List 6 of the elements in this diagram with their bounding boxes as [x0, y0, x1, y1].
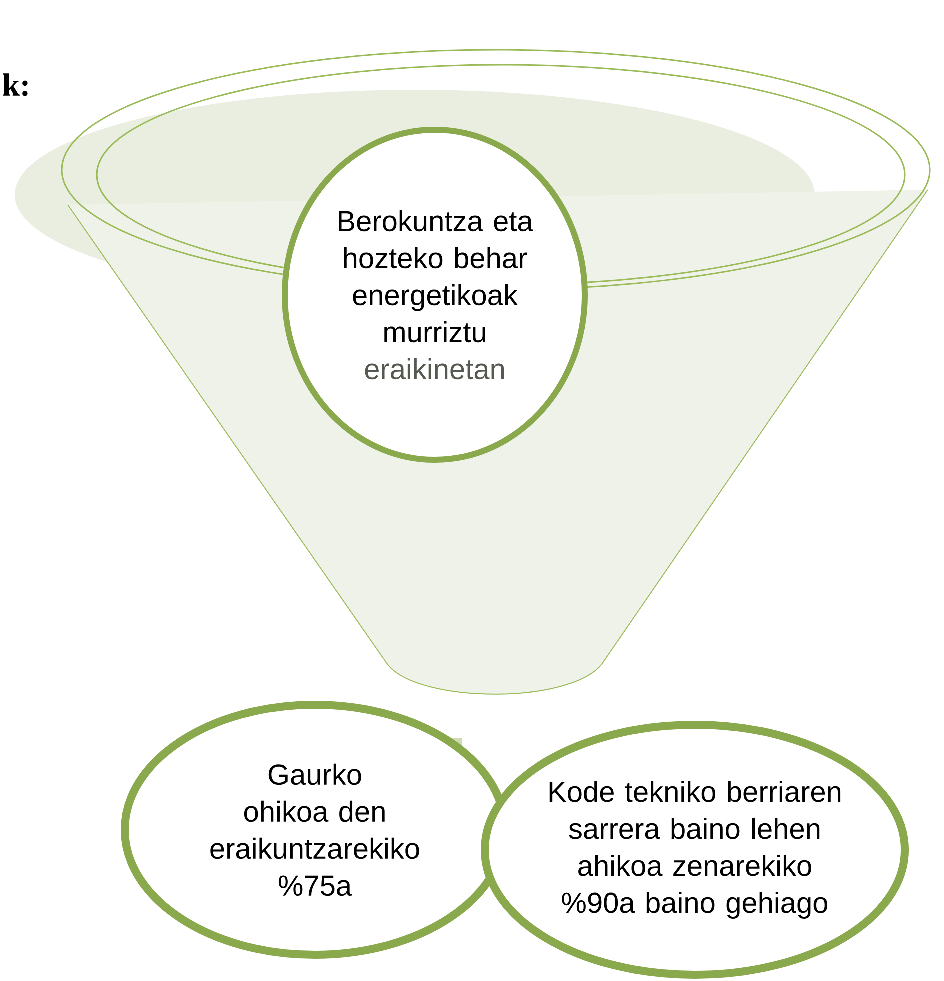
- node-label: Gaurko ohikoa den eraikuntzarekiko %75a: [210, 764, 420, 896]
- node-label: Kode tekniko berriaren sarrera baino lehen ahikoa zenarekiko %90a baino gehiago: [550, 780, 841, 920]
- circle-node: Gaurko ohikoa den eraikuntzarekiko %75a: [121, 701, 509, 959]
- circle-node: Kode tekniko berriaren sarrera baino lehen ahikoa zenarekiko %90a baino gehiago: [481, 721, 910, 979]
- circle-node: Berokuntza eta hozteko behar energetikoak murriztu eraikinetan: [282, 126, 588, 463]
- cropped-text: k:: [3, 74, 28, 96]
